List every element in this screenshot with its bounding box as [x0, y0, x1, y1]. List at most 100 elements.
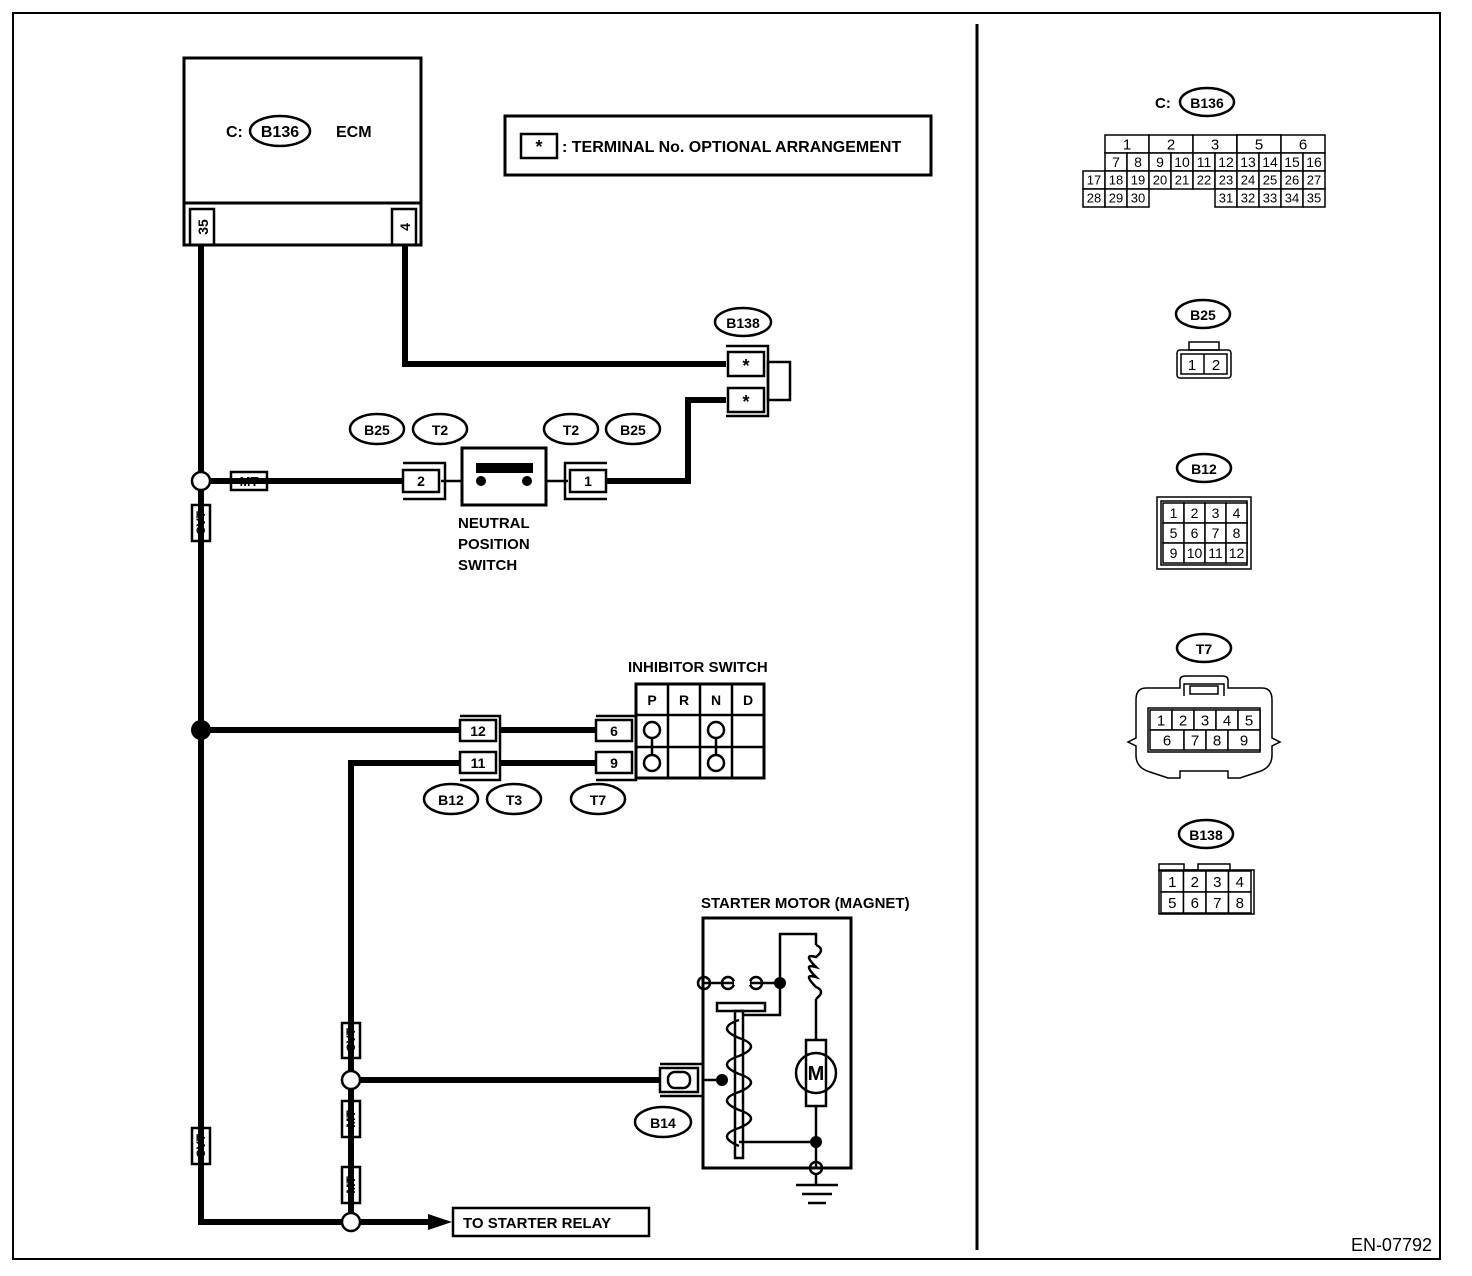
ecm-pin-4: 4: [397, 223, 413, 231]
pin-number: 21: [1175, 173, 1189, 188]
pin-number: 2: [1167, 136, 1175, 153]
tag-cvt-branch: CVT: [340, 1021, 362, 1060]
pin-number: 34: [1285, 191, 1299, 206]
ecm-connector-id: B136: [261, 124, 299, 141]
pin-number: 4: [1233, 505, 1241, 521]
pin-number: 11: [1208, 545, 1223, 561]
pin-number: 9: [1156, 154, 1164, 170]
pin-number: 3: [1211, 136, 1219, 153]
starter-title: STARTER MOTOR (MAGNET): [701, 895, 910, 912]
svg-text:2: 2: [1212, 357, 1220, 374]
pin-number: 10: [1187, 545, 1203, 561]
pin-number: 23: [1219, 173, 1233, 188]
svg-text:12: 12: [470, 723, 486, 739]
junction-open: [340, 1069, 362, 1091]
svg-text:B12: B12: [1191, 461, 1217, 477]
b138-pin-bottom: *: [742, 392, 749, 412]
svg-text:B12: B12: [438, 792, 464, 808]
tag-mt-branch-1: MT: [340, 1099, 362, 1139]
svg-text:CVT: CVT: [194, 510, 208, 535]
ecm-pin-35: 35: [195, 219, 211, 235]
pin-number: 3: [1212, 505, 1220, 521]
starter-relay-box: TO STARTER RELAY: [451, 1206, 651, 1238]
pin-number: 32: [1241, 191, 1255, 206]
svg-text:T2: T2: [432, 422, 449, 438]
svg-text:1: 1: [584, 473, 592, 489]
neutral-position-switch: B25 T2 T2 B25 2 1 NEUTRAL POSITION SWITC…: [348, 412, 662, 574]
junction-open: [340, 1211, 362, 1233]
pin-number: 14: [1262, 154, 1278, 170]
pin-number: 29: [1109, 191, 1123, 206]
pin-number: 3: [1201, 712, 1209, 729]
legend-symbol: *: [535, 137, 542, 157]
pin-number: 16: [1306, 154, 1322, 170]
tag-mt-horizontal: MT: [229, 470, 269, 492]
pin-number: 2: [1179, 712, 1187, 729]
pin-number: 26: [1285, 173, 1299, 188]
pin-cell: [1126, 188, 1150, 208]
junction-open: [190, 470, 212, 492]
pin-number: 8: [1134, 154, 1142, 170]
svg-text:1: 1: [1188, 357, 1196, 374]
tag-cvt-lower-left: CVT: [190, 1126, 212, 1166]
pin-number: 9: [1170, 545, 1178, 561]
b138-connector: B138 * *: [713, 306, 792, 418]
svg-text:CVT: CVT: [194, 1133, 208, 1158]
pin-number: 12: [1218, 154, 1234, 170]
pin-number: 19: [1131, 173, 1145, 188]
svg-text:SWITCH: SWITCH: [458, 557, 517, 574]
svg-text:MT: MT: [240, 474, 259, 489]
connector-view-b136: C: B136 12345678910111213141516171819202…: [1082, 86, 1326, 208]
svg-text:B25: B25: [620, 422, 646, 438]
starter-motor: STARTER MOTOR (MAGNET) B14 M: [633, 895, 910, 1205]
pin-number: 12: [1229, 545, 1245, 561]
pin-number: 3: [1213, 874, 1221, 891]
ecm-block: C: B136 ECM 35 4: [182, 56, 423, 247]
pin-number: 4: [1236, 874, 1244, 891]
pin-number: 10: [1174, 154, 1190, 170]
pin-number: 35: [1307, 191, 1321, 206]
svg-text:MT: MT: [344, 1110, 358, 1128]
svg-text:MT: MT: [344, 1176, 358, 1194]
outer-frame: [12, 12, 1441, 1260]
motor-symbol: M: [808, 1063, 825, 1085]
svg-text:N: N: [711, 692, 721, 708]
svg-text:POSITION: POSITION: [458, 536, 530, 553]
pin-number: 6: [1191, 525, 1199, 541]
svg-text:11: 11: [471, 755, 486, 771]
b138-pin-top: *: [742, 356, 749, 376]
pin-number: 5: [1170, 525, 1178, 541]
pin-number: 1: [1170, 505, 1178, 521]
svg-text:C:: C:: [1155, 95, 1171, 112]
pin-number: 8: [1233, 525, 1241, 541]
svg-text:T7: T7: [590, 792, 607, 808]
pin-number: 27: [1307, 173, 1321, 188]
pin-number: 1: [1157, 712, 1165, 729]
pin-number: 8: [1213, 732, 1221, 749]
ecm-connector-prefix: C:: [226, 124, 243, 141]
pin-cell: [1227, 729, 1261, 751]
pin-cell: [1225, 542, 1248, 564]
svg-text:B138: B138: [1189, 827, 1223, 843]
svg-text:T7: T7: [1196, 641, 1213, 657]
inhibitor-switch: INHIBITOR SWITCH 12 11 6 9 P R N D B12 T: [422, 659, 768, 816]
pin-number: 6: [1163, 732, 1171, 749]
pin-number: 4: [1223, 712, 1231, 729]
pin-number: 7: [1191, 732, 1199, 749]
pin-number: 11: [1197, 154, 1212, 170]
legend-box: * : TERMINAL No. OPTIONAL ARRANGEMENT: [503, 114, 933, 177]
pin-number: 6: [1191, 895, 1199, 912]
svg-text:R: R: [679, 692, 689, 708]
svg-text:T2: T2: [563, 422, 580, 438]
inhibitor-title: INHIBITOR SWITCH: [628, 659, 768, 676]
wires: [198, 245, 726, 1230]
legend-text: : TERMINAL No. OPTIONAL ARRANGEMENT: [562, 139, 901, 156]
pin-number: 1: [1168, 874, 1176, 891]
svg-text:9: 9: [610, 755, 618, 771]
pin-number: 30: [1131, 191, 1145, 206]
pin-number: 7: [1212, 525, 1220, 541]
svg-text:B25: B25: [1190, 307, 1216, 323]
svg-text:B25: B25: [364, 422, 390, 438]
